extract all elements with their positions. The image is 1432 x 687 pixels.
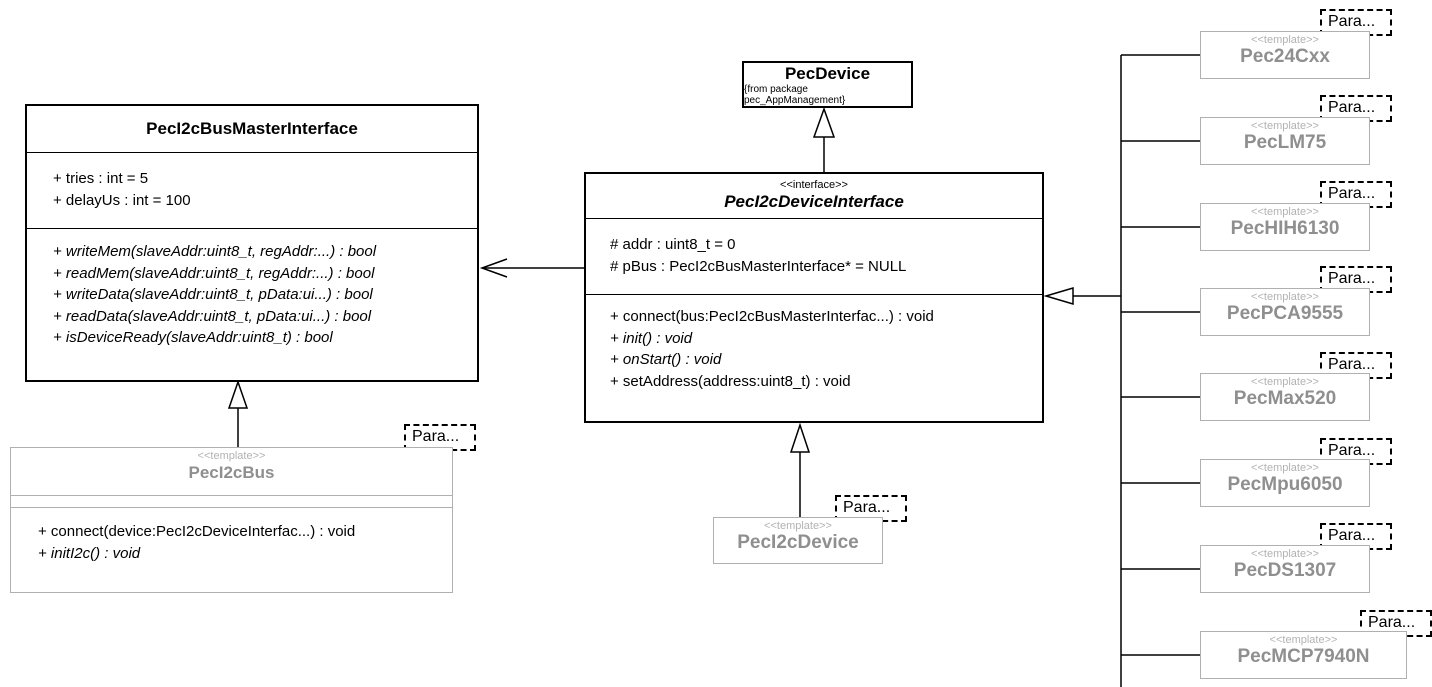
stereotype: <<template>> xyxy=(197,450,266,462)
generalization-arrowhead-interface-right xyxy=(1043,286,1074,306)
method: + connect(device:PecI2cDeviceInterfac...… xyxy=(38,523,356,540)
class-name: PecLM75 xyxy=(1243,132,1327,153)
stereotype: <<interface>> xyxy=(780,179,848,191)
attribute: + delayUs : int = 100 xyxy=(53,191,191,209)
stereotype: <<template>> xyxy=(764,520,832,532)
stereotype: <<template>> xyxy=(1251,462,1319,474)
attributes-compartment xyxy=(11,495,452,507)
stereotype: <<template>> xyxy=(1251,206,1319,218)
stereotype: <<template>> xyxy=(1251,120,1319,132)
class-pecmcp7940n: <<template>> PecMCP7940N xyxy=(1200,631,1407,679)
method: + init() : void xyxy=(610,329,693,347)
class-pecmax520: <<template>> PecMax520 xyxy=(1200,373,1370,421)
class-peci2cbusmasterinterface: PecI2cBusMasterInterface + tries : int =… xyxy=(25,104,479,382)
methods-compartment: + writeMem(slaveAddr:uint8_t, regAddr:..… xyxy=(27,228,477,380)
generalization-arrowhead-busmaster xyxy=(227,379,249,409)
class-name: PecMCP7940N xyxy=(1237,646,1370,667)
class-pecdevice: PecDevice {from package pec_AppManagemen… xyxy=(742,61,913,108)
stereotype: <<template>> xyxy=(1251,34,1319,46)
methods-compartment: + connect(bus:PecI2cBusMasterInterfac...… xyxy=(586,294,1042,423)
method: + readMem(slaveAddr:uint8_t, regAddr:...… xyxy=(53,264,375,282)
class-pecmpu6050: <<template>> PecMpu6050 xyxy=(1200,459,1370,507)
class-pec24cxx: <<template>> Pec24Cxx xyxy=(1200,31,1370,79)
attribute: # pBus : PecI2cBusMasterInterface* = NUL… xyxy=(610,257,907,275)
method: + readData(slaveAddr:uint8_t, pData:ui..… xyxy=(53,307,372,325)
class-name: PecI2cBus xyxy=(188,463,275,482)
attributes-compartment: # addr : uint8_t = 0 # pBus : PecI2cBusM… xyxy=(586,218,1042,294)
generalization-arrowhead-interface-bottom xyxy=(789,422,811,453)
generalization-arrowhead-pecdevice xyxy=(812,106,836,138)
class-peci2cbus: <<template>> PecI2cBus + connect(device:… xyxy=(10,447,453,593)
attribute: # addr : uint8_t = 0 xyxy=(610,236,736,253)
class-peci2cdeviceinterface: <<interface>> PecI2cDeviceInterface # ad… xyxy=(584,172,1044,423)
class-pecpca9555: <<template>> PecPCA9555 xyxy=(1200,288,1370,336)
class-name: PecHIH6130 xyxy=(1230,218,1340,239)
method: + writeData(slaveAddr:uint8_t, pData:ui.… xyxy=(53,286,373,303)
class-name: PecI2cDeviceInterface xyxy=(724,192,904,211)
method: + initI2c() : void xyxy=(38,544,141,562)
methods-compartment: + connect(device:PecI2cDeviceInterfac...… xyxy=(11,507,452,593)
class-name: PecMpu6050 xyxy=(1227,474,1343,495)
class-peclm75: <<template>> PecLM75 xyxy=(1200,117,1370,165)
stereotype: <<template>> xyxy=(1269,634,1338,646)
method: + writeMem(slaveAddr:uint8_t, regAddr:..… xyxy=(53,243,377,260)
class-name: PecDevice xyxy=(784,63,871,83)
class-peci2cdevice: <<template>> PecI2cDevice xyxy=(713,517,883,564)
stereotype: <<template>> xyxy=(1251,291,1319,303)
attributes-compartment: + tries : int = 5 + delayUs : int = 100 xyxy=(27,152,477,228)
class-pecds1307: <<template>> PecDS1307 xyxy=(1200,545,1370,593)
stereotype: <<template>> xyxy=(1251,548,1319,560)
method: + isDeviceReady(slaveAddr:uint8_t) : boo… xyxy=(53,329,333,346)
method: + connect(bus:PecI2cBusMasterInterfac...… xyxy=(610,308,934,325)
method: + setAddress(address:uint8_t) : void xyxy=(610,372,851,390)
class-name: PecDS1307 xyxy=(1233,560,1337,581)
class-name: Pec24Cxx xyxy=(1240,46,1330,67)
method: + onStart() : void xyxy=(610,351,722,368)
class-name: PecPCA9555 xyxy=(1226,303,1344,324)
attribute: + tries : int = 5 xyxy=(53,170,149,187)
stereotype: <<template>> xyxy=(1251,376,1319,388)
class-package-note: {from package pec_AppManagement} xyxy=(744,83,846,106)
class-pechih6130: <<template>> PecHIH6130 xyxy=(1200,203,1370,251)
class-name: PecI2cDevice xyxy=(737,532,859,553)
class-name: PecMax520 xyxy=(1233,388,1337,409)
class-name: PecI2cBusMasterInterface xyxy=(146,119,358,138)
open-arrowhead-busmaster xyxy=(479,258,508,278)
